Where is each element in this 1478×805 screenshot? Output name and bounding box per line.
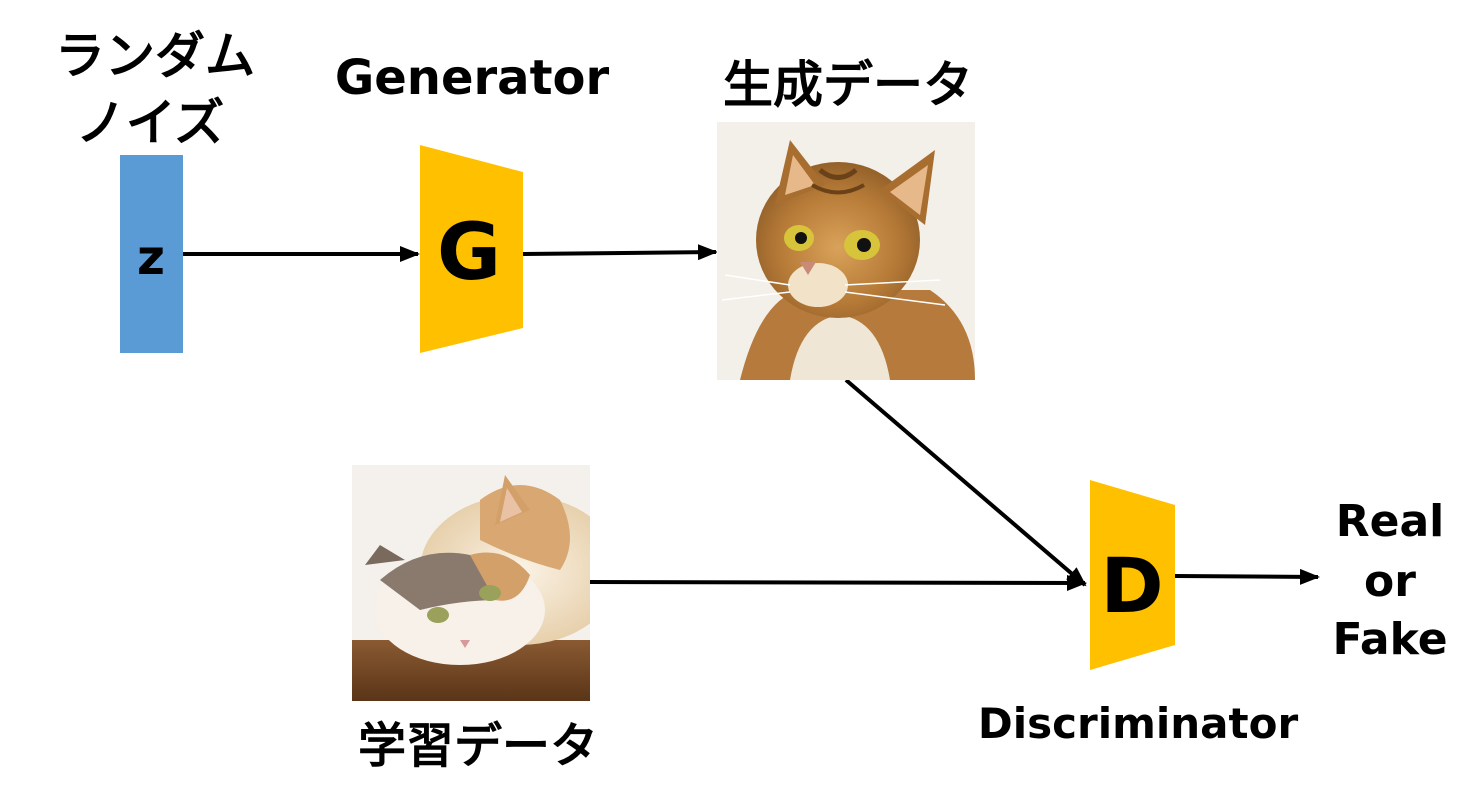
arrow-training-to-d [589, 574, 1087, 591]
discriminator-label: Discriminator [978, 699, 1299, 748]
output-label-fake: Fake [1332, 614, 1447, 665]
generator-label: Generator [335, 50, 610, 106]
noise-vector-block [120, 155, 183, 353]
noise-vector-label: z [137, 230, 165, 286]
noise-label-line1: ランダム [55, 27, 255, 85]
discriminator-block [1090, 480, 1175, 670]
output-label-real: Real [1336, 496, 1445, 547]
arrow-g-to-generated [522, 244, 718, 261]
generator-block [420, 145, 523, 353]
noise-label-line2: ノイズ [76, 94, 225, 152]
generated-data-label: 生成データ [723, 56, 973, 114]
output-label-or: or [1364, 556, 1416, 607]
training-data-label: 学習データ [358, 718, 598, 774]
training-cat-image [352, 465, 590, 701]
generator-block-label: G [437, 208, 501, 298]
arrow-generated-to-d [844, 378, 1087, 587]
discriminator-block-label: D [1100, 541, 1163, 630]
arrow-d-to-output [1174, 568, 1320, 585]
generated-cat-image [717, 122, 975, 380]
